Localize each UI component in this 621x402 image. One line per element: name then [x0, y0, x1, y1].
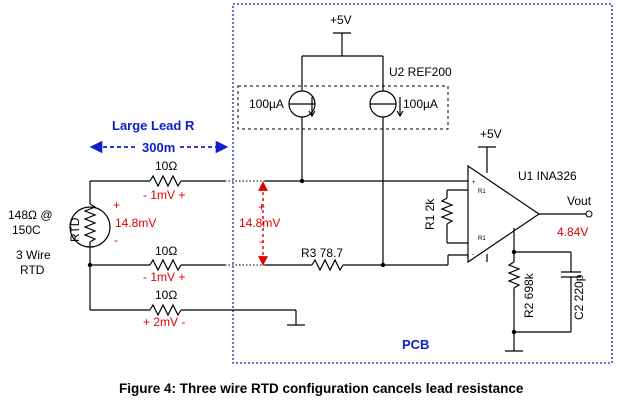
vout-value: 4.84V	[557, 225, 588, 239]
rtd-name: RTD	[68, 217, 82, 242]
rtd-plus: +	[113, 198, 120, 212]
rtd-drop: 14.8mV	[115, 216, 156, 230]
rtd-value-1: 148Ω @	[8, 208, 53, 222]
current-right-label: 100µA	[403, 97, 438, 111]
opamp-ina326	[467, 164, 541, 264]
u1-label: U1 INA326	[518, 169, 577, 183]
opamp-plus: +	[472, 180, 476, 186]
r3-label: R3 78.7	[301, 246, 343, 260]
vout-terminal	[585, 210, 593, 218]
pcb-label: PCB	[402, 337, 429, 352]
c2-label: C2 220p	[572, 274, 586, 320]
lead1-resistance: 10Ω	[155, 159, 177, 173]
mid-plus: +	[258, 200, 265, 214]
lead1-resistor	[149, 174, 182, 188]
rtd-minus: -	[114, 233, 118, 247]
rtd-wire-2: RTD	[20, 263, 45, 277]
supply-opamp-label: +5V	[480, 127, 502, 141]
supply-top-label: +5V	[330, 13, 352, 27]
pin-r1-b: R1	[478, 236, 486, 242]
lead3-resistance: 10Ω	[155, 288, 177, 302]
lead1-voltage: - 1mV +	[143, 188, 185, 202]
vout-label: Vout	[567, 194, 592, 208]
lead3-voltage: + 2mV -	[143, 315, 185, 329]
mid-drop: 14.8mV	[239, 216, 280, 230]
ref200-box	[237, 85, 449, 130]
current-source-right	[369, 90, 404, 118]
lead3-resistor	[149, 303, 182, 317]
r1-resistor	[440, 197, 454, 225]
lead2-resistor	[149, 258, 182, 272]
mid-minus: -	[259, 234, 263, 248]
opamp-minus: -	[472, 252, 474, 258]
ref200-label: U2 REF200	[389, 65, 452, 79]
pcb-boundary	[232, 3, 613, 364]
r3-resistor	[311, 258, 344, 272]
pin-r1-a: R1	[478, 189, 486, 195]
current-left-label: 100µA	[249, 97, 284, 111]
r1-label: R1 2k	[423, 198, 437, 230]
r2-label: R2 698k	[522, 272, 536, 318]
rtd-element	[69, 181, 111, 310]
rtd-value-2: 150C	[12, 223, 41, 237]
r2-resistor	[507, 261, 521, 289]
distance-label: 300m	[142, 140, 175, 155]
rtd-wire-1: 3 Wire	[16, 248, 51, 262]
current-source-left	[288, 90, 316, 118]
lead2-resistance: 10Ω	[155, 244, 177, 258]
figure-caption: Figure 4: Three wire RTD configuration c…	[119, 381, 524, 396]
lead2-voltage: - 1mV +	[143, 270, 185, 284]
large-lead-label: Large Lead R	[112, 118, 195, 133]
